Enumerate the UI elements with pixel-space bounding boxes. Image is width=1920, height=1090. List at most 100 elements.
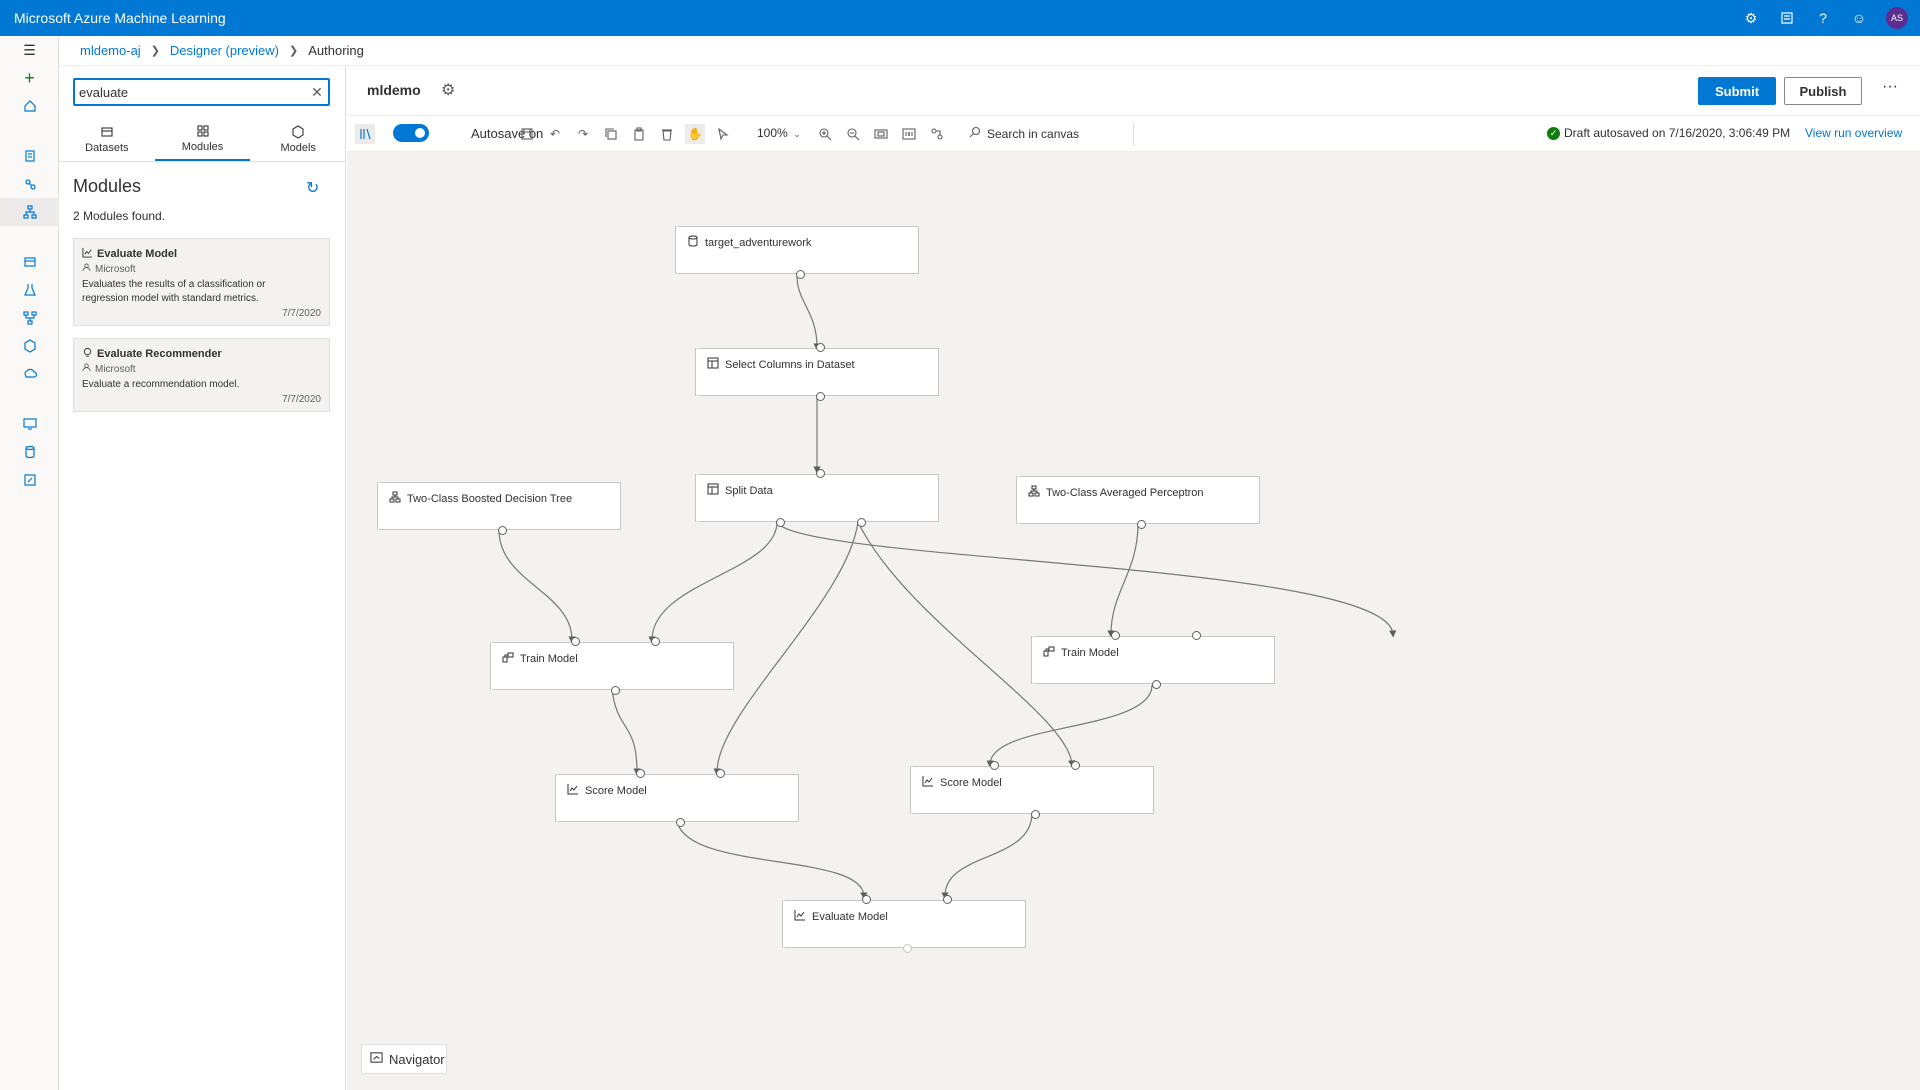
- designer-icon[interactable]: [0, 198, 59, 226]
- pipeline-canvas[interactable]: target_adventurework Select Columns in D…: [347, 152, 1920, 1090]
- endpoints-icon[interactable]: [0, 360, 59, 388]
- undo-icon[interactable]: ↶: [549, 127, 561, 141]
- library-icon[interactable]: [355, 124, 375, 144]
- input-port-right[interactable]: [943, 895, 952, 904]
- zoom-in-icon[interactable]: [815, 124, 835, 144]
- input-port-left[interactable]: [990, 761, 999, 770]
- node-select-columns[interactable]: Select Columns in Dataset: [695, 343, 939, 401]
- submit-button[interactable]: Submit: [1698, 77, 1776, 105]
- node-label: Train Model: [1061, 647, 1119, 659]
- datastores-icon[interactable]: [0, 438, 59, 466]
- output-port[interactable]: [816, 392, 825, 401]
- module-card[interactable]: Evaluate Recommender Microsoft Evaluate …: [73, 338, 330, 412]
- settings-gear-icon[interactable]: ⚙: [441, 82, 456, 99]
- auto-layout-icon[interactable]: [927, 124, 947, 144]
- edge: [1107, 523, 1139, 638]
- tab-datasets[interactable]: Datasets: [59, 118, 155, 161]
- notes-icon[interactable]: [1778, 9, 1796, 27]
- help-icon[interactable]: ?: [1819, 10, 1827, 26]
- chart-icon: [82, 247, 93, 261]
- navigator-button[interactable]: Navigator: [361, 1044, 447, 1074]
- gear-icon[interactable]: ⚙: [1744, 9, 1758, 26]
- edge: [776, 521, 1397, 638]
- compute-icon[interactable]: [0, 410, 59, 438]
- datasets-icon[interactable]: [0, 248, 59, 276]
- database-icon: [687, 235, 701, 249]
- output-port[interactable]: [1137, 520, 1146, 529]
- output-port[interactable]: [611, 686, 620, 695]
- input-port-left[interactable]: [1111, 631, 1120, 640]
- notebook-icon[interactable]: [0, 142, 59, 170]
- plus-icon[interactable]: +: [24, 67, 35, 88]
- module-search: ✕: [73, 78, 330, 106]
- node-score-model[interactable]: Score Model: [910, 761, 1154, 819]
- pan-hand-icon[interactable]: ✋: [685, 124, 705, 144]
- input-port[interactable]: [816, 343, 825, 352]
- pipelines-icon[interactable]: [0, 304, 59, 332]
- chevron-down-icon[interactable]: ⌄: [793, 128, 801, 139]
- module-card[interactable]: Evaluate Model Microsoft Evaluates the r…: [73, 238, 330, 326]
- fit-screen-icon[interactable]: [871, 124, 891, 144]
- breadcrumb-designer[interactable]: Designer (preview): [169, 43, 279, 58]
- node-averaged-perceptron[interactable]: Two-Class Averaged Perceptron: [1016, 476, 1260, 529]
- node-boosted-decision-tree[interactable]: Two-Class Boosted Decision Tree: [377, 482, 621, 535]
- node-dataset[interactable]: target_adventurework: [675, 226, 919, 279]
- node-evaluate-model[interactable]: Evaluate Model: [782, 895, 1026, 953]
- home-icon[interactable]: [0, 92, 59, 120]
- clear-icon[interactable]: ✕: [311, 83, 323, 100]
- select-pointer-icon[interactable]: [713, 124, 733, 144]
- node-score-model[interactable]: Score Model: [555, 769, 799, 827]
- input-port-right[interactable]: [1192, 631, 1201, 640]
- output-port[interactable]: [676, 818, 685, 827]
- input-port-left[interactable]: [636, 769, 645, 778]
- node-label: Train Model: [520, 653, 578, 665]
- node-split-data[interactable]: Split Data: [695, 469, 939, 527]
- actual-size-icon[interactable]: [899, 124, 919, 144]
- delete-icon[interactable]: [657, 124, 677, 144]
- avatar[interactable]: AS: [1886, 7, 1908, 29]
- zoom-level[interactable]: 100%: [757, 126, 788, 140]
- output-port[interactable]: [903, 944, 912, 953]
- app-title[interactable]: Microsoft Azure Machine Learning: [14, 10, 226, 26]
- module-author: Microsoft: [95, 263, 136, 275]
- input-port-right[interactable]: [716, 769, 725, 778]
- node-train-model[interactable]: Train Model: [490, 637, 734, 695]
- zoom-out-icon[interactable]: [843, 124, 863, 144]
- tab-models[interactable]: Models: [250, 118, 346, 161]
- save-icon[interactable]: [517, 124, 537, 144]
- labeling-icon[interactable]: [0, 466, 59, 494]
- pipeline-edges: [498, 275, 1397, 900]
- input-port-right[interactable]: [651, 637, 660, 646]
- smiley-icon[interactable]: ☺: [1851, 10, 1867, 26]
- pipeline-name[interactable]: mldemo: [367, 82, 421, 98]
- node-train-model[interactable]: Train Model: [1031, 631, 1275, 689]
- output-port[interactable]: [796, 270, 805, 279]
- output-port[interactable]: [1031, 810, 1040, 819]
- search-canvas[interactable]: Search in canvas: [969, 126, 1079, 141]
- experiments-icon[interactable]: [0, 276, 59, 304]
- copy-icon[interactable]: [601, 124, 621, 144]
- paste-icon[interactable]: [629, 124, 649, 144]
- output-port-right[interactable]: [857, 518, 866, 527]
- publish-button[interactable]: Publish: [1784, 77, 1862, 105]
- autosave-toggle[interactable]: [393, 124, 429, 142]
- models-icon[interactable]: [0, 332, 59, 360]
- automl-icon[interactable]: [0, 170, 59, 198]
- output-port[interactable]: [1152, 680, 1161, 689]
- input-port-left[interactable]: [571, 637, 580, 646]
- module-search-input[interactable]: [79, 84, 306, 100]
- panel-title: Modules: [73, 176, 142, 196]
- lightbulb-icon: [82, 347, 93, 361]
- redo-icon[interactable]: ↷: [577, 127, 589, 141]
- tab-modules[interactable]: Modules: [154, 118, 251, 161]
- view-run-overview-link[interactable]: View run overview: [1805, 126, 1903, 140]
- output-port[interactable]: [498, 526, 507, 535]
- more-options-icon[interactable]: ···: [1882, 78, 1898, 95]
- menu-icon[interactable]: ☰: [23, 41, 36, 58]
- input-port-left[interactable]: [862, 895, 871, 904]
- breadcrumb-workspace[interactable]: mldemo-aj: [80, 43, 141, 58]
- refresh-icon[interactable]: ↻: [306, 180, 320, 197]
- input-port[interactable]: [816, 469, 825, 478]
- input-port-right[interactable]: [1071, 761, 1080, 770]
- output-port-left[interactable]: [776, 518, 785, 527]
